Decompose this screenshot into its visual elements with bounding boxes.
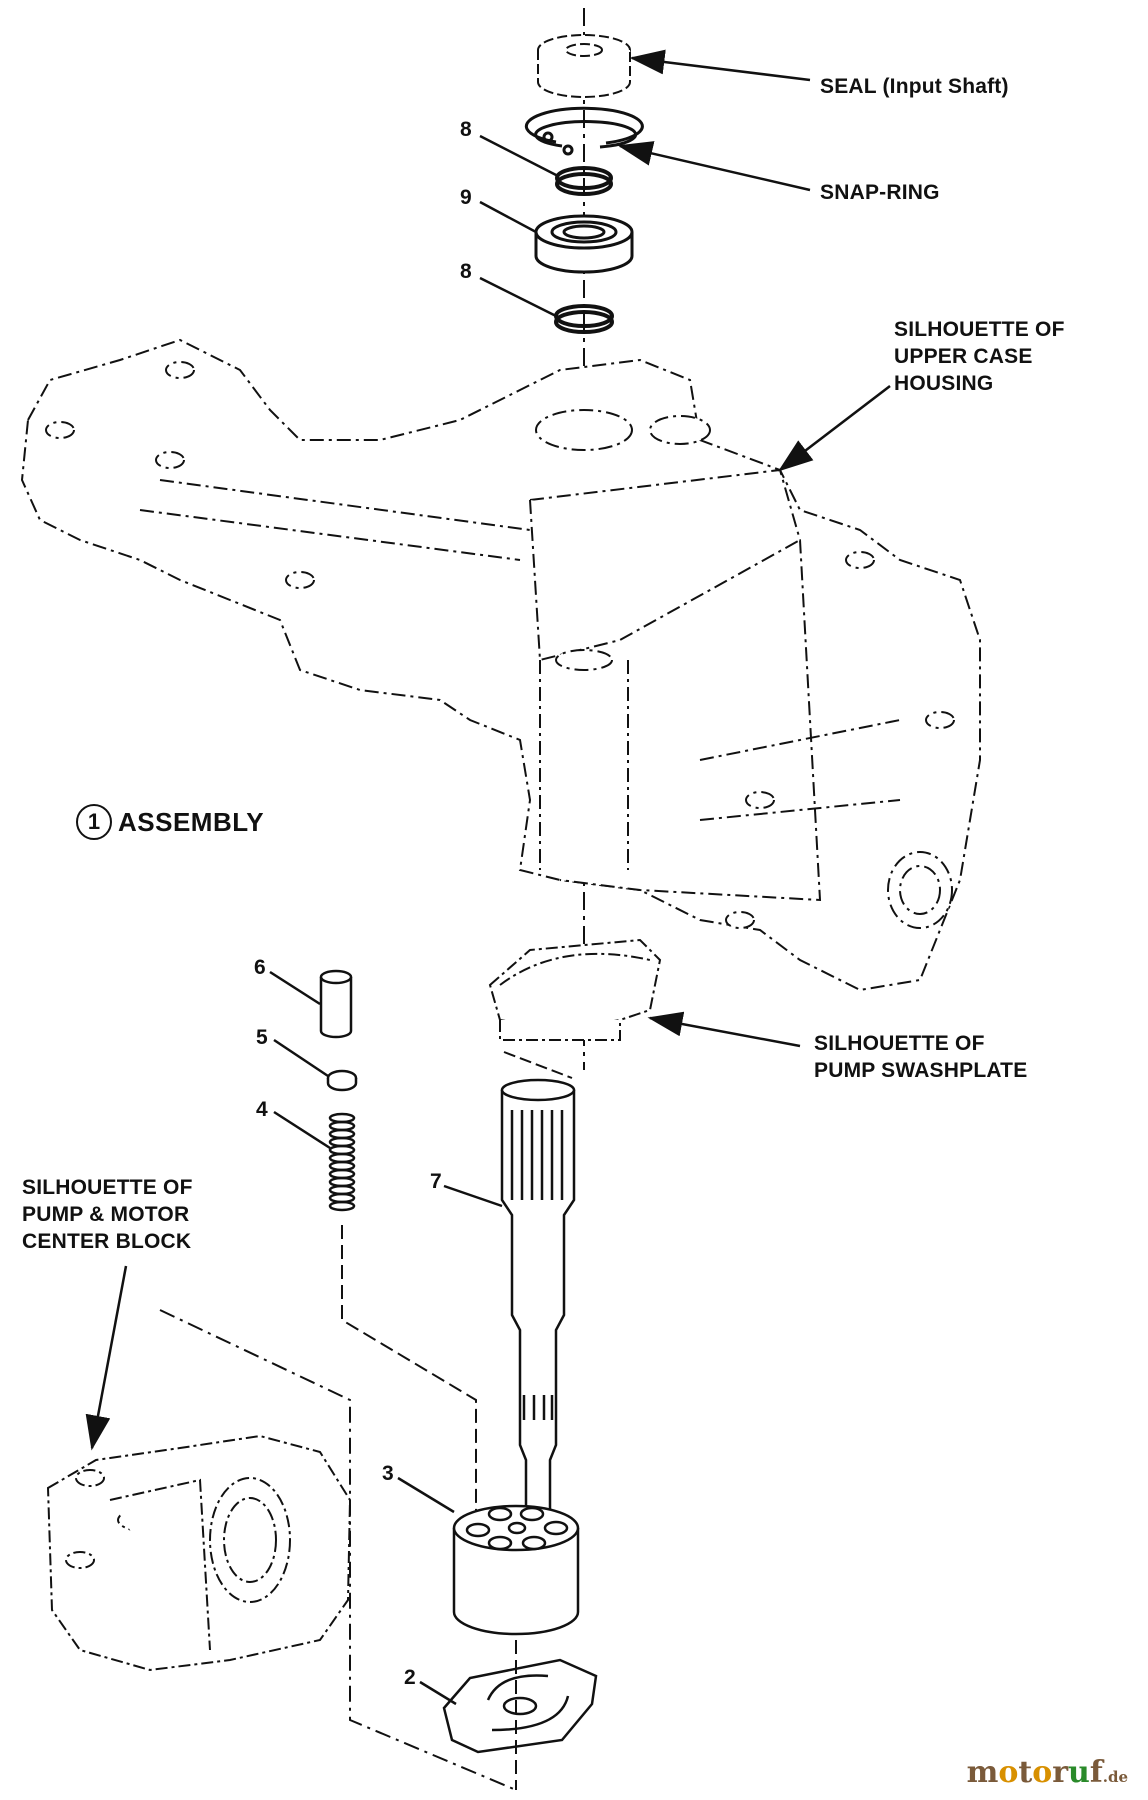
- pump-swashplate-label-line1: SILHOUETTE OF: [814, 1032, 985, 1055]
- upper-case-housing-label-line3: HOUSING: [894, 372, 994, 395]
- center-block-label-line1: SILHOUETTE OF: [22, 1176, 193, 1199]
- upper-case-housing-label-line2: UPPER CASE: [894, 345, 1033, 368]
- center-block-silhouette: [46, 1434, 352, 1672]
- part-number-8-top: 8: [460, 118, 472, 141]
- bearing-part: [534, 214, 634, 274]
- pump-swashplate-silhouette: [488, 938, 662, 1041]
- cylinder-block-part: [452, 1504, 580, 1636]
- part-number-9: 9: [460, 186, 472, 209]
- swashplate-alignment-dashed-line: [503, 1051, 573, 1079]
- center-block-label-line2: PUMP & MOTOR: [22, 1203, 190, 1226]
- assembly-number-circle: 1: [76, 804, 112, 840]
- spring-part: [328, 1112, 356, 1212]
- valve-plate-part: [442, 1658, 598, 1754]
- upper-case-housing-label-line1: SILHOUETTE OF: [894, 318, 1065, 341]
- pin-part: [319, 969, 353, 1039]
- watermark-logo: motoruf.de: [966, 1755, 1128, 1790]
- assembly-callout: 1 ASSEMBLY: [76, 804, 264, 840]
- center-block-label-line3: CENTER BLOCK: [22, 1230, 192, 1253]
- center-block-alignment-dashed-line: [159, 1309, 517, 1791]
- part-number-2: 2: [404, 1666, 416, 1689]
- spring-alignment-dashed-line: [341, 1225, 477, 1560]
- leader-arrows: [85, 49, 891, 1706]
- washer-part: [326, 1069, 358, 1092]
- part-number-3: 3: [382, 1462, 394, 1485]
- part-number-7: 7: [430, 1170, 442, 1193]
- snap-ring-part: [524, 106, 644, 156]
- part-number-5: 5: [256, 1026, 268, 1049]
- part-number-6: 6: [254, 956, 266, 979]
- input-shaft-part: [500, 1078, 576, 1533]
- upper-case-housing-silhouette: [20, 338, 981, 992]
- pump-swashplate-label-line2: PUMP SWASHPLATE: [814, 1059, 1028, 1082]
- part-number-4: 4: [256, 1098, 268, 1121]
- part-number-8-bottom: 8: [460, 260, 472, 283]
- seal-label: SEAL (Input Shaft): [820, 75, 1009, 98]
- assembly-label: ASSEMBLY: [118, 806, 265, 837]
- retaining-ring-top-part: [555, 166, 613, 196]
- seal-part: [537, 34, 631, 98]
- snap-ring-label: SNAP-RING: [820, 181, 940, 204]
